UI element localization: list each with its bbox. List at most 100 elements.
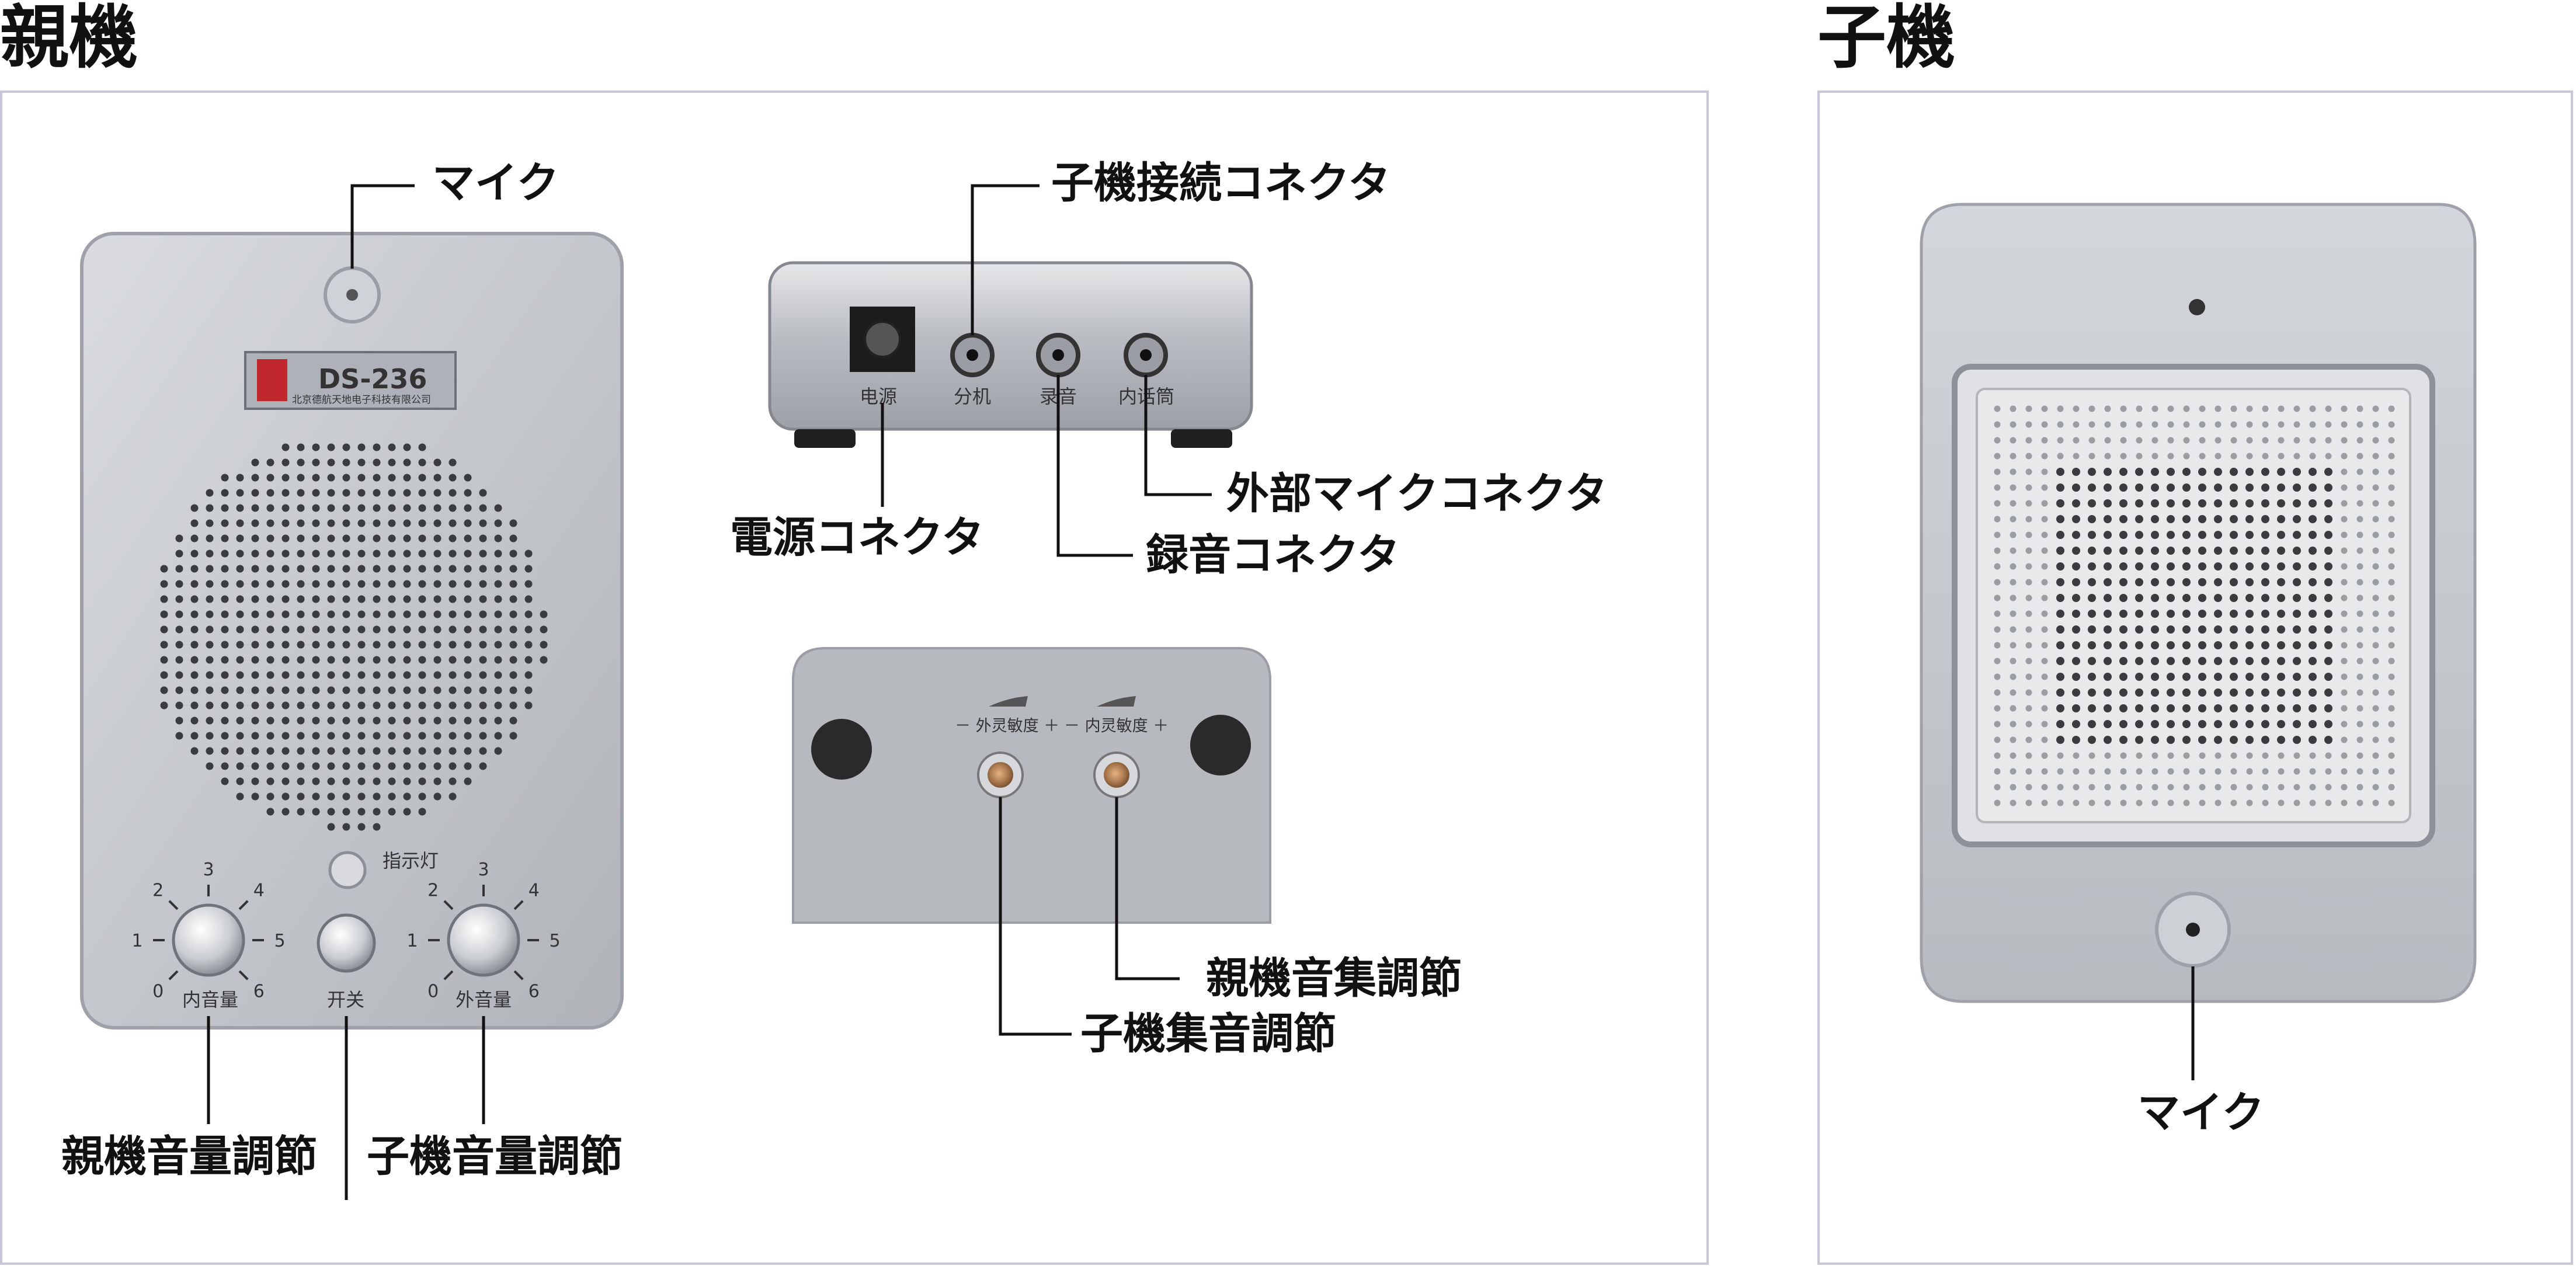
grille-hole xyxy=(175,641,183,649)
grille-hole xyxy=(266,777,274,785)
grille-hole xyxy=(524,701,533,709)
grille-hole xyxy=(2278,768,2285,775)
grille-hole xyxy=(2010,784,2017,791)
grille-hole xyxy=(2230,531,2238,539)
grille-hole xyxy=(2309,641,2317,649)
grille-hole xyxy=(524,595,533,603)
grille-hole xyxy=(2198,641,2206,649)
grille-hole xyxy=(2341,500,2348,507)
grille-hole xyxy=(388,565,396,573)
grille-hole xyxy=(1994,799,2001,806)
grille-hole xyxy=(1994,531,2001,538)
grille-hole xyxy=(2167,484,2175,492)
grille-hole xyxy=(175,732,183,740)
grille-hole xyxy=(2025,736,2032,743)
grille-hole xyxy=(2230,736,2238,744)
grille-hole xyxy=(373,504,381,512)
grille-hole xyxy=(418,519,426,527)
grille-hole xyxy=(524,549,533,558)
grille-hole xyxy=(2104,468,2112,476)
grille-hole xyxy=(509,519,517,527)
grille-hole xyxy=(2025,768,2032,775)
grille-hole xyxy=(206,534,214,542)
grille-hole xyxy=(2199,752,2206,759)
grille-hole xyxy=(2151,720,2159,728)
grille-hole xyxy=(433,671,441,679)
grille-hole xyxy=(2198,736,2206,744)
grille-hole xyxy=(2372,752,2379,759)
grille-hole xyxy=(297,686,305,694)
parent-unit-bottom-sensitivity: － 外灵敏度 ＋ － 内灵敏度 ＋ xyxy=(792,647,1271,924)
grille-hole xyxy=(2151,688,2159,697)
grille-hole xyxy=(433,792,441,801)
grille-hole xyxy=(509,595,517,603)
grille-hole xyxy=(251,519,259,527)
grille-hole xyxy=(266,717,274,725)
dial-number: 2 xyxy=(152,881,164,901)
grille-hole xyxy=(2230,673,2238,681)
grille-hole xyxy=(464,595,472,603)
grille-hole xyxy=(297,549,305,558)
grille-hole xyxy=(2324,531,2332,539)
grille-hole xyxy=(312,610,320,618)
grille-hole xyxy=(2088,704,2096,712)
grille-hole xyxy=(373,777,381,785)
grille-hole xyxy=(2167,704,2175,712)
grille-hole xyxy=(2104,641,2112,649)
grille-hole xyxy=(342,717,350,725)
grille-hole xyxy=(403,519,411,527)
grille-hole xyxy=(342,792,350,801)
grille-hole xyxy=(2262,768,2269,775)
grille-hole xyxy=(2119,547,2127,555)
grille-hole xyxy=(2041,405,2048,412)
grille-hole xyxy=(221,565,229,573)
grille-hole xyxy=(2293,720,2301,728)
grille-hole xyxy=(2041,500,2048,507)
grille-hole xyxy=(2041,468,2048,475)
grille-hole xyxy=(2151,562,2159,571)
grille-hole xyxy=(479,717,487,725)
grille-hole xyxy=(327,580,335,588)
grille-hole xyxy=(2293,547,2301,555)
grille-hole xyxy=(266,534,274,542)
grille-hole xyxy=(2341,673,2348,680)
grille-hole xyxy=(281,777,290,785)
grille-hole xyxy=(449,534,457,542)
grille-hole xyxy=(2388,405,2395,412)
inner-volume-knob xyxy=(172,903,245,977)
grille-hole xyxy=(2261,720,2269,728)
grille-hole xyxy=(433,458,441,467)
grille-hole xyxy=(1994,705,2001,712)
grille-hole xyxy=(2309,578,2317,586)
grille-hole xyxy=(540,656,548,664)
grille-hole xyxy=(2372,626,2379,633)
grille-hole xyxy=(388,474,396,482)
outer-sensitivity-label: － 外灵敏度 ＋ xyxy=(955,717,1059,735)
grille-hole xyxy=(418,595,426,603)
grille-hole xyxy=(206,747,214,755)
grille-hole xyxy=(388,747,396,755)
grille-hole xyxy=(2072,657,2080,665)
grille-hole xyxy=(449,641,457,649)
grille-hole xyxy=(403,443,411,451)
grille-hole xyxy=(2151,484,2159,492)
grille-hole xyxy=(2182,562,2191,571)
grille-hole xyxy=(251,701,259,709)
grille-hole xyxy=(524,610,533,618)
grille-hole xyxy=(2104,768,2111,775)
grille-hole xyxy=(2341,405,2348,412)
grille-hole xyxy=(2372,768,2379,775)
grille-hole xyxy=(2324,720,2332,728)
grille-hole xyxy=(2120,453,2127,460)
grille-hole xyxy=(1994,437,2001,444)
grille-hole xyxy=(418,777,426,785)
grille-hole xyxy=(2309,405,2316,412)
grille-hole xyxy=(221,701,229,709)
grille-hole xyxy=(2199,405,2206,412)
grille-hole xyxy=(2372,610,2379,617)
grille-hole xyxy=(494,519,502,527)
grille-hole xyxy=(2261,610,2269,618)
grille-hole xyxy=(2199,453,2206,460)
grille-hole xyxy=(2372,421,2379,428)
